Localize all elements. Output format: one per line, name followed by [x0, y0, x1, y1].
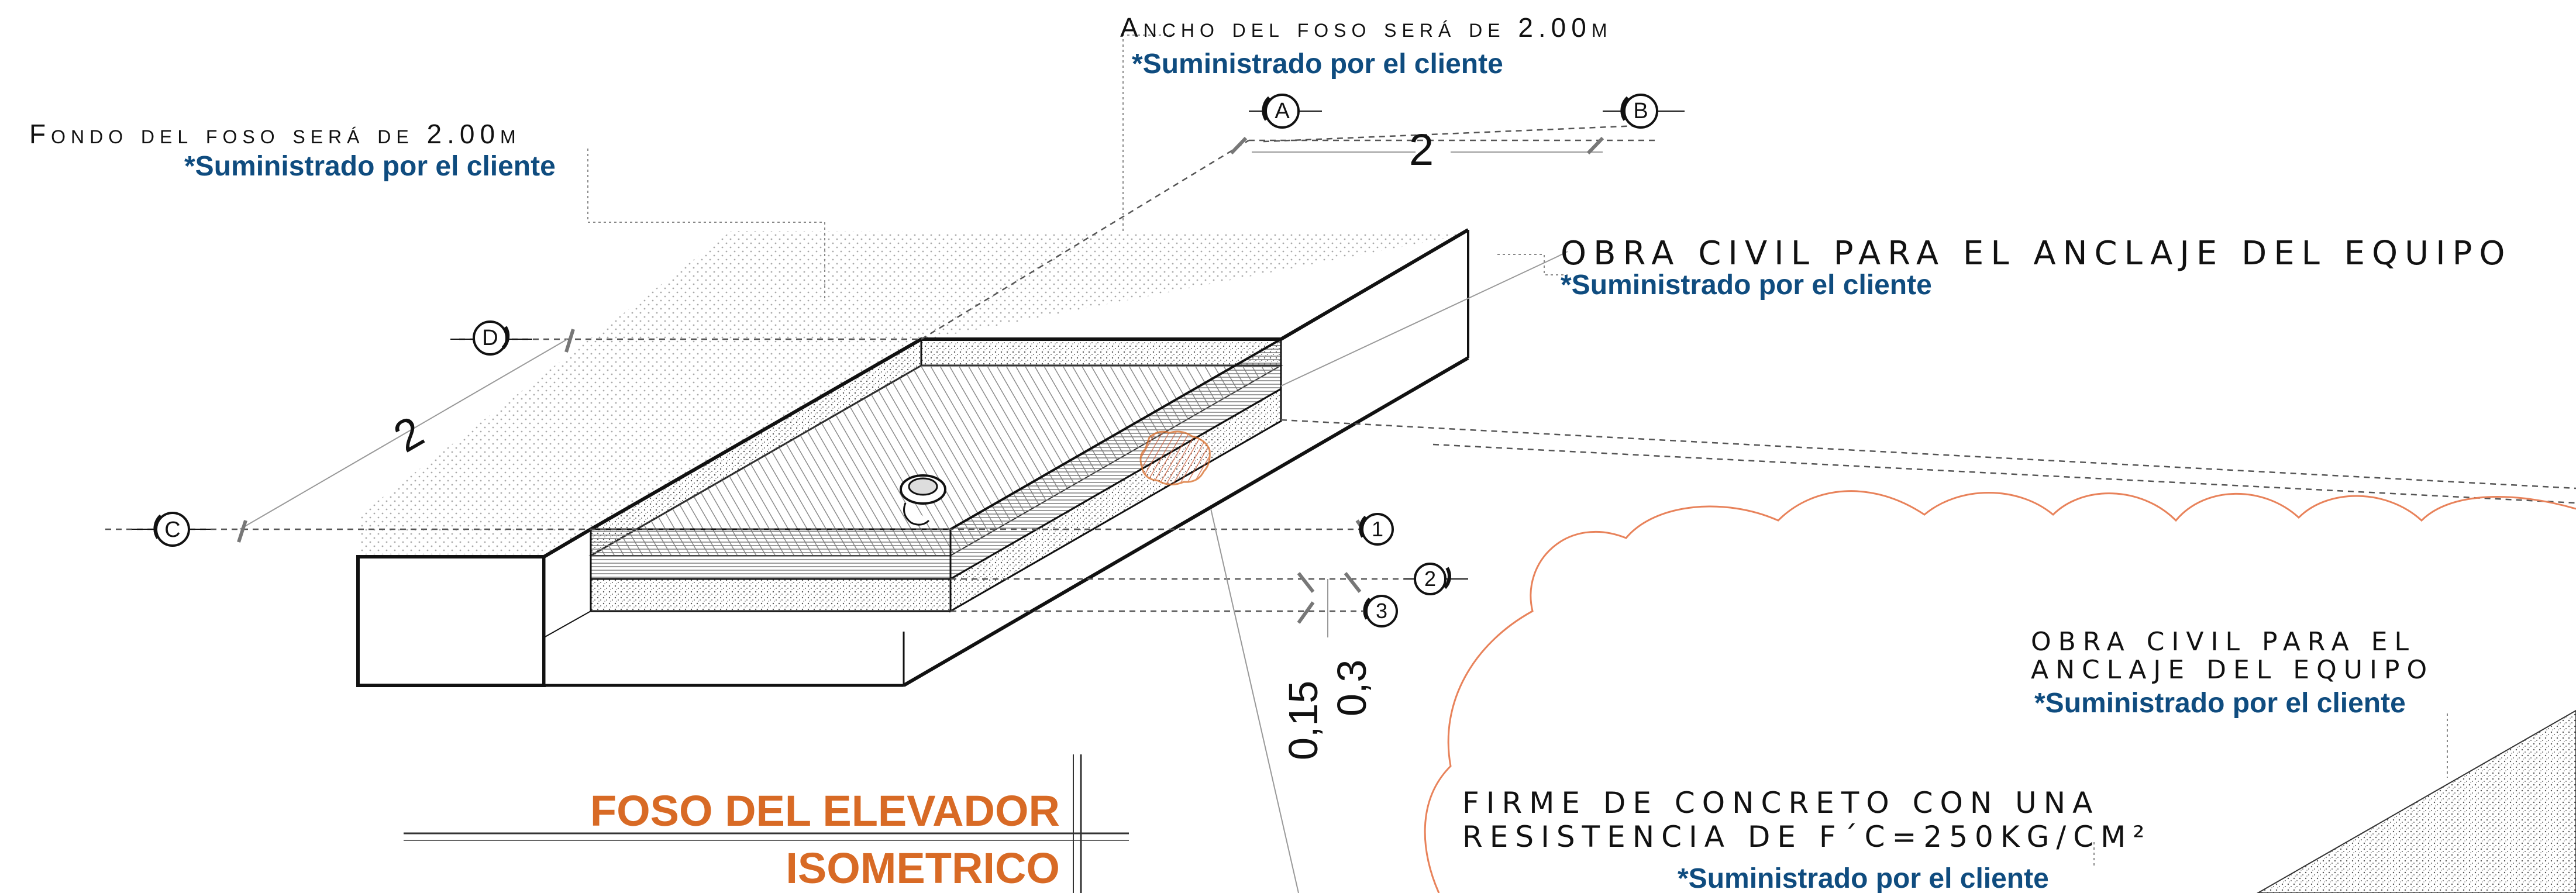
grid-bubble-1: 1 [1359, 513, 1394, 546]
note-fondo-supply: *Suministrado por el cliente [184, 151, 556, 182]
dimension-lines [105, 125, 2576, 612]
note-ancho-title: Ancho del foso será de 2.00m [1120, 12, 1613, 43]
note-firme-line2: RESISTENCIA DE F´C=250KG/CM² [1462, 820, 2151, 854]
bubble-a-label: A [1275, 99, 1290, 123]
dim-fondo: 2 [385, 406, 432, 462]
note-obra2-line1: OBRA CIVIL PARA EL [2031, 627, 2416, 657]
note-fondo-title: Fondo del foso será de 2.00m [29, 119, 521, 149]
grid-bubble-c: C [132, 512, 211, 547]
dim-ancho: 2 [1409, 125, 1434, 175]
bubble-c-label: C [164, 518, 180, 542]
terrain-section [2256, 709, 2576, 893]
ground-plane [360, 231, 1468, 554]
note-obra2-supply: *Suministrado por el cliente [2034, 688, 2406, 719]
bubble-2-label: 2 [1424, 567, 1436, 591]
bubble-d-label: D [482, 326, 498, 350]
grid-bubble-2: 2 [1404, 563, 1468, 595]
note-firme-supply: *Suministrado por el cliente [1678, 863, 2049, 893]
grid-bubble-a: A [1249, 94, 1322, 129]
grid-bubble-d: D [450, 320, 532, 356]
title-block [404, 754, 1129, 893]
leader-lines [587, 35, 2448, 866]
note-ancho-supply: *Suministrado por el cliente [1132, 49, 1503, 80]
title-main: FOSO DEL ELEVADOR [590, 787, 1060, 835]
revision-cloud [1424, 490, 2576, 893]
grid-bubble-b: B [1603, 94, 1685, 129]
note-obra-supply: *Suministrado por el cliente [1561, 270, 1932, 301]
dim-espesor-2: 0,3 [1329, 660, 1375, 716]
bubble-b-label: B [1633, 99, 1648, 123]
title-sub: ISOMETRICO [786, 844, 1060, 892]
grid-bubble-3: 3 [1363, 595, 1398, 627]
dim-espesor-1: 0,15 [1280, 681, 1326, 760]
note-obra-title: OBRA CIVIL PARA EL ANCLAJE DEL EQUIPO [1561, 235, 2512, 273]
left-block [356, 555, 546, 687]
bubble-3-label: 3 [1376, 599, 1387, 623]
drain-icon [900, 474, 946, 526]
note-firme-line1: FIRME DE CONCRETO CON UNA [1462, 786, 2099, 820]
note-obra2-line2: ANCLAJE DEL EQUIPO [2031, 655, 2434, 685]
anchor-patch [1139, 430, 1211, 485]
dimension-solid-lines [239, 151, 1603, 893]
bubble-1-label: 1 [1372, 517, 1383, 541]
